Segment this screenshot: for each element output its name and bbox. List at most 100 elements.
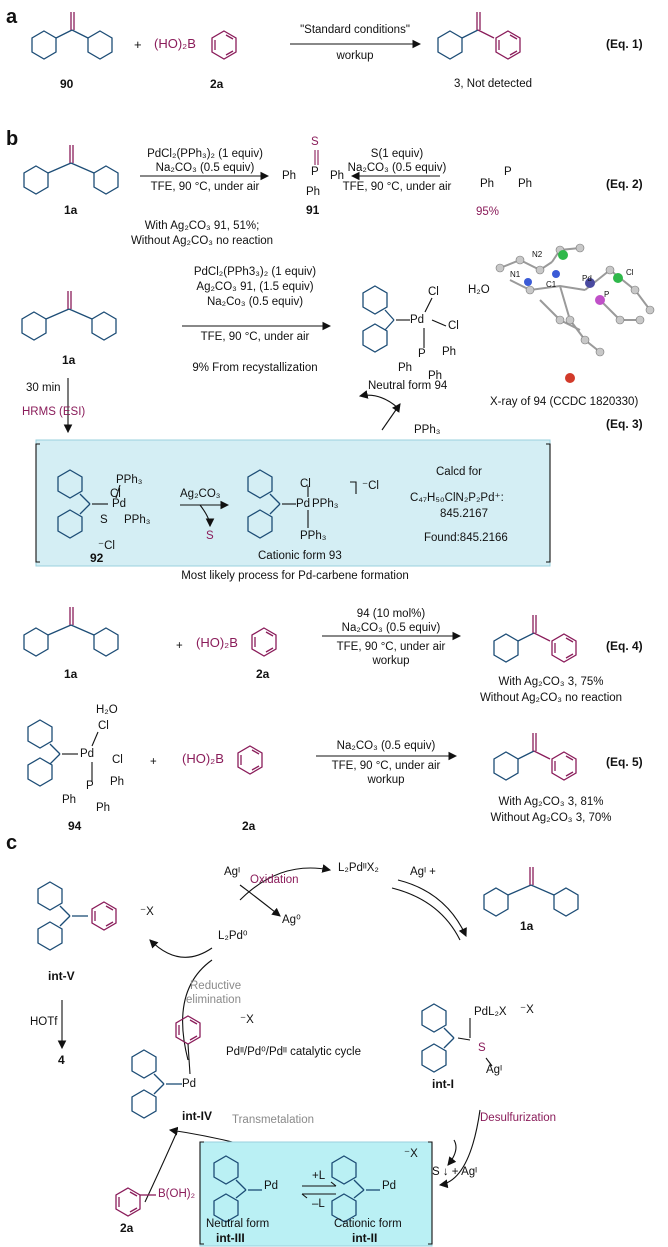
int-iii-structure <box>213 1155 262 1223</box>
transmetalation-label: Transmetalation <box>232 1114 315 1126</box>
compound-2a-label: 2a <box>210 77 224 91</box>
eq4-thiourea-1a <box>23 607 119 657</box>
eq5-94-label: 94 <box>68 819 82 833</box>
pd-carbene-box <box>35 439 551 567</box>
eq2-label: (Eq. 2) <box>606 177 643 191</box>
int-i-pdl2x: PdL₂X <box>474 1006 507 1018</box>
box-cpd-92 <box>57 469 91 539</box>
workup-label: workup <box>336 50 374 62</box>
int-iii-label: int-III <box>216 1231 245 1245</box>
box-caption: Most likely process for Pd-carbene forma… <box>181 570 409 582</box>
eq2-right-solvent: TFE, 90 °C, under air <box>342 181 452 193</box>
box92-pph3-top: PPh₃ <box>116 474 143 486</box>
eq1-boronic-ring <box>211 30 237 60</box>
eq4-product <box>493 615 551 663</box>
eq4-label: (Eq. 4) <box>606 639 643 653</box>
int-i-label: int-I <box>432 1077 454 1091</box>
eq3-hrms: HRMS (ESI) <box>22 406 86 418</box>
xray-label-n2: N2 <box>532 250 543 259</box>
eq4-plus: + <box>176 640 183 652</box>
eq2-p-right: P <box>504 166 512 178</box>
standard-conditions: "Standard conditions" <box>300 24 410 36</box>
cycle-1a-label: 1a <box>520 919 534 933</box>
box92-cl: Cl <box>110 488 121 500</box>
eq5-label: (Eq. 5) <box>606 755 643 769</box>
found-value: Found:845.2166 <box>424 532 508 544</box>
eq2-ph-left: Ph <box>282 170 297 182</box>
eq3-yield: 9% From recystallization <box>192 362 318 374</box>
eq5-ph-2: Ph <box>62 794 77 806</box>
calcd-value: 845.2167 <box>440 508 488 520</box>
eq2-note2: Without Ag₂CO₃ no reaction <box>130 235 274 247</box>
eq5-2a-label: 2a <box>242 819 256 833</box>
int-i-ag: Agᴵ <box>486 1064 502 1076</box>
eq4-result2: Without Ag₂CO₃ no reaction <box>479 692 623 704</box>
eq2-thiourea-1a <box>23 145 119 195</box>
box-sulfur: S <box>206 530 214 542</box>
eq2-91-label: 91 <box>306 203 320 217</box>
eq3-reagent3: Na₂Co₃ (0.5 equiv) <box>206 296 304 308</box>
int-iv-label: int-IV <box>182 1109 212 1123</box>
eq5-pd: Pd <box>80 748 95 760</box>
eq4-boronic: (HO)₂B <box>196 635 238 650</box>
eq2-reagent1: PdCl₂(PPh₃)₂ (1 equiv) <box>147 148 263 160</box>
eq3-ph-3: Ph <box>428 370 443 382</box>
sulfur-precipitate: S ↓ + Agᴵ <box>432 1166 478 1178</box>
box92-pd: Pd <box>112 498 127 510</box>
neutral-form-94: Neutral form 94 <box>368 380 448 392</box>
cycle-l2pdx2: L₂PdᴵᴵX₂ <box>338 862 379 874</box>
thiourea-1a-cycle <box>483 867 579 917</box>
box-92-label: 92 <box>90 551 104 565</box>
box-cpd-93 <box>247 469 281 539</box>
eq3-time: 30 min <box>26 382 61 394</box>
hotf-label: HOTf <box>30 1016 58 1028</box>
eq2-ph-right: Ph <box>330 170 345 182</box>
reductive-label: Reductive <box>190 980 242 992</box>
eq2-ph-a: Ph <box>480 178 495 190</box>
eq5-cl-top: Cl <box>98 720 109 732</box>
int-ii-label: int-II <box>352 1231 378 1245</box>
cycle-boronic: B(OH)₂ <box>158 1188 196 1200</box>
product-4-label: 4 <box>58 1053 65 1067</box>
eq2-1a-label: 1a <box>64 203 78 217</box>
eq1-urea-90 <box>31 12 113 60</box>
eq5-carbene-94 <box>27 719 61 787</box>
eq5-workup: workup <box>367 774 405 786</box>
eq5-water: H₂O <box>96 704 118 716</box>
int-ii-form: Cationic form <box>334 1218 402 1230</box>
cycle-ag-i-top: Agᴵ <box>224 866 240 878</box>
eq5-boronic-ring <box>237 745 263 775</box>
eq2-p: P <box>311 166 319 178</box>
box93-cl-anion: ⁻Cl <box>362 480 379 492</box>
eq3-pph3: PPh₃ <box>414 424 441 436</box>
box92-s: S <box>100 514 108 526</box>
minus-l: –L <box>312 1198 325 1210</box>
xray-structure <box>478 222 668 392</box>
eq3-thiourea-1a <box>21 291 117 341</box>
product-3-not-detected: 3, Not detected <box>454 78 532 90</box>
int-i-structure <box>421 1003 455 1073</box>
eq2-right-reagent1: S(1 equiv) <box>370 148 424 160</box>
eq4-2a-label: 2a <box>256 667 270 681</box>
box93-pph3: PPh₃ <box>312 498 339 510</box>
panel-a-label: a <box>6 6 18 28</box>
eq2-note1: With Ag₂CO₃ 91, 51%; <box>144 220 260 232</box>
int-iv-pd: Pd <box>182 1078 197 1090</box>
panel-c-label: c <box>6 832 18 854</box>
eq2-ph-b: Ph <box>518 178 533 190</box>
box-ag2co3: Ag₂CO₃ <box>180 488 221 500</box>
eq3-cl-right: Cl <box>448 320 459 332</box>
int-v-structure <box>37 881 88 951</box>
eq2-pps-91 <box>314 150 319 165</box>
box93-pd: Pd <box>296 498 311 510</box>
eq5-p: P <box>86 780 94 792</box>
int-iv-structure <box>131 1049 182 1119</box>
panel-b-label: b <box>6 128 19 150</box>
eq2-reagent2: Na₂CO₃ (0.5 equiv) <box>155 162 255 174</box>
eq3-pd: Pd <box>410 314 425 326</box>
eq1-product-amide <box>437 12 495 60</box>
eq3-ph-2: Ph <box>398 362 413 374</box>
eq4-1a-label: 1a <box>64 667 78 681</box>
eq5-reagent: Na₂CO₃ (0.5 equiv) <box>336 740 436 752</box>
